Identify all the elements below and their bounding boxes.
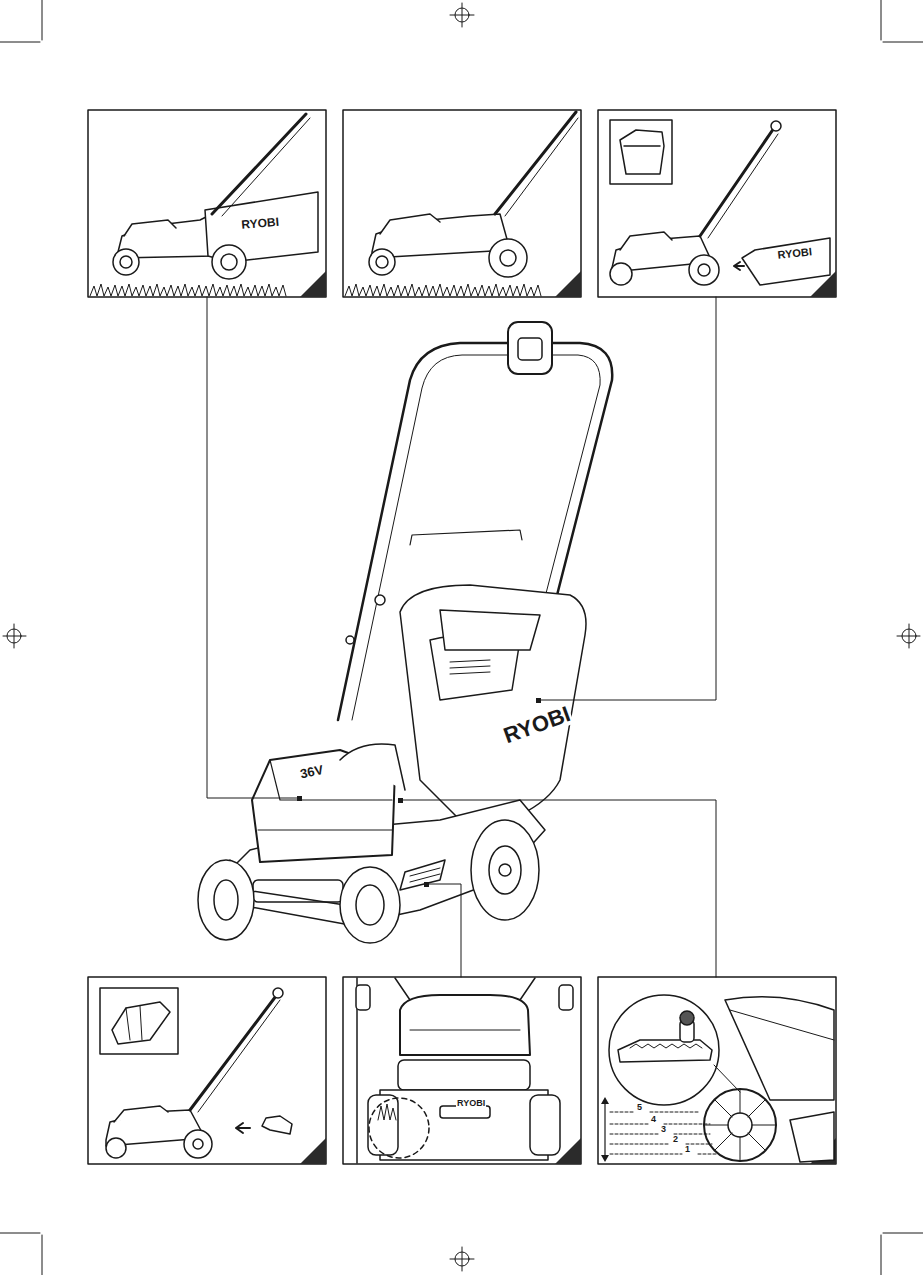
height-number: 1: [684, 1145, 691, 1154]
height-number: 2: [672, 1135, 679, 1144]
height-number: 5: [636, 1103, 643, 1112]
brand-logo: RYOBI: [240, 216, 280, 231]
height-number: 3: [660, 1125, 667, 1134]
brand-logo: RYOBI: [456, 1099, 486, 1108]
height-number: 4: [650, 1115, 657, 1124]
